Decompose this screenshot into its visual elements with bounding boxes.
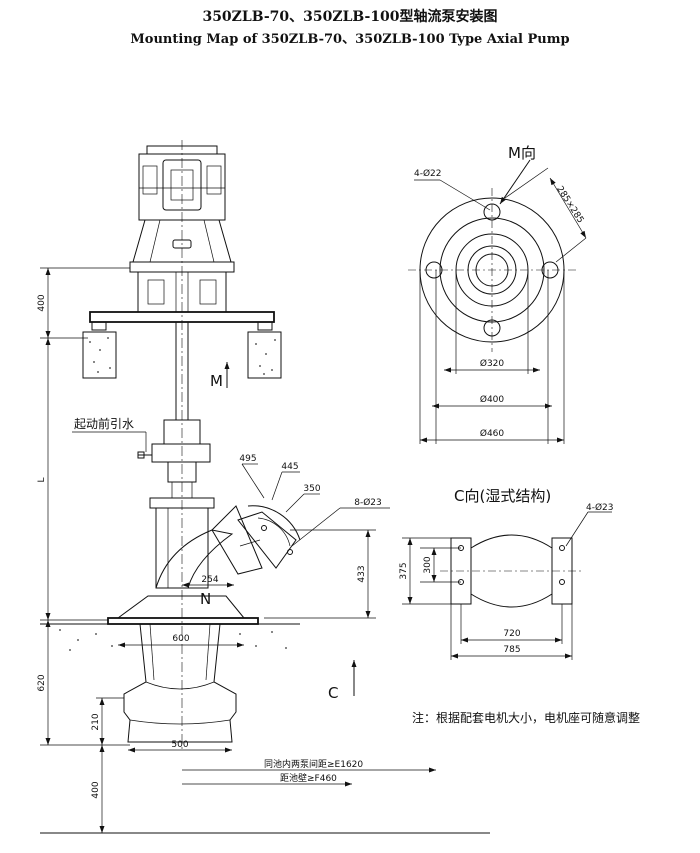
view-m: M向 4-Ø22 285×285 Ø320 Ø400 Ø460 bbox=[408, 144, 587, 444]
view-m-title: M向 bbox=[508, 144, 536, 162]
dim-400-bottom: 400 bbox=[91, 781, 101, 798]
dim-620: 620 bbox=[37, 674, 47, 691]
view-c: C向(湿式结构) 4-Ø23 375 300 720 785 bbox=[399, 487, 614, 660]
view-m-square: 285×285 bbox=[554, 185, 585, 226]
elevation-labels: 400 L 620 210 400 600 500 254 433 495 44… bbox=[37, 294, 382, 798]
view-c-holes: 4-Ø23 bbox=[586, 502, 614, 513]
view-m-holes: 4-Ø22 bbox=[414, 168, 442, 179]
dim-600: 600 bbox=[172, 634, 189, 644]
dim-495: 495 bbox=[239, 454, 256, 464]
note-wall-distance: 距池壁≥F460 bbox=[280, 772, 337, 784]
view-c-720: 720 bbox=[503, 629, 520, 639]
dim-210: 210 bbox=[91, 713, 101, 730]
view-c-title: C向(湿式结构) bbox=[454, 487, 551, 505]
dim-445: 445 bbox=[281, 462, 298, 472]
view-m-d460: Ø460 bbox=[480, 428, 505, 439]
view-c-375: 375 bbox=[399, 562, 409, 579]
pump-elevation bbox=[40, 140, 490, 834]
concrete-supports bbox=[82, 331, 282, 379]
label-C: C bbox=[328, 684, 338, 702]
title-en: Mounting Map of 350ZLB-70、350ZLB-100 Typ… bbox=[130, 32, 570, 47]
dim-500: 500 bbox=[171, 740, 188, 750]
adjustment-note: 注：根据配套电机大小，电机座可随意调整 bbox=[412, 710, 640, 725]
label-priming: 起动前引水 bbox=[74, 416, 134, 431]
note-pump-spacing: 同池内两泵间距≥E1620 bbox=[264, 758, 363, 770]
dim-400-top: 400 bbox=[37, 294, 47, 311]
view-c-300: 300 bbox=[423, 556, 433, 573]
title-cn: 350ZLB-70、350ZLB-100型轴流泵安装图 bbox=[202, 9, 498, 25]
label-N: N bbox=[200, 590, 211, 608]
elevation-dimensions bbox=[40, 267, 436, 833]
view-c-785: 785 bbox=[503, 645, 520, 655]
dim-350: 350 bbox=[303, 484, 320, 494]
view-m-d400: Ø400 bbox=[480, 394, 505, 405]
view-m-d320: Ø320 bbox=[480, 358, 505, 369]
dim-254: 254 bbox=[201, 575, 218, 585]
dim-L: L bbox=[37, 477, 47, 482]
label-M: M bbox=[210, 372, 223, 390]
dim-433: 433 bbox=[357, 565, 367, 582]
holes-8-023: 8-Ø23 bbox=[354, 497, 382, 508]
